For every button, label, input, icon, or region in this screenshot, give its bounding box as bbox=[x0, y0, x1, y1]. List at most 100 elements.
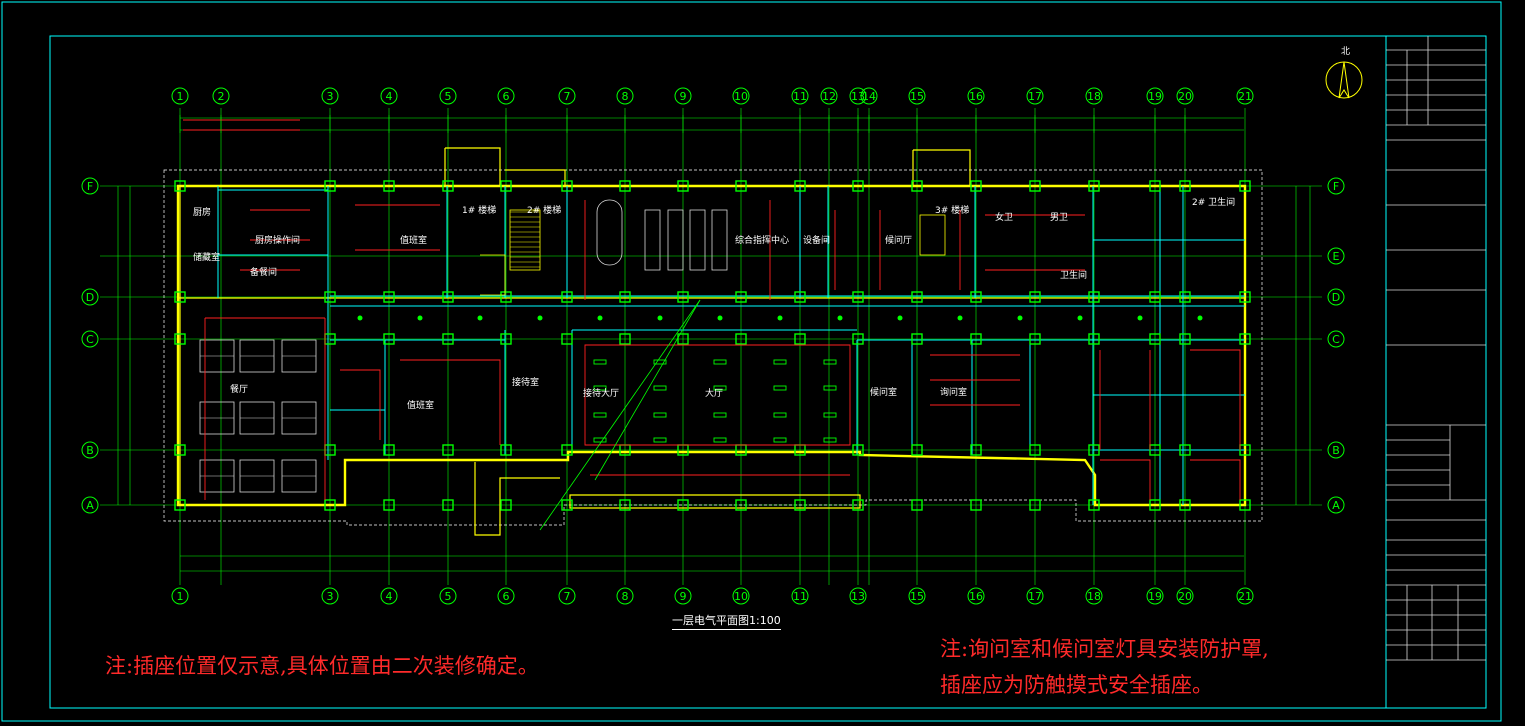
column-marker bbox=[1239, 499, 1251, 511]
column-marker bbox=[442, 444, 454, 456]
red-wiring bbox=[183, 119, 1241, 500]
column-marker bbox=[561, 291, 573, 303]
column-marker bbox=[911, 180, 923, 192]
axis-bubble-13: 13 bbox=[849, 587, 867, 605]
building-dashed-outline bbox=[163, 169, 1263, 526]
light-fixture bbox=[713, 412, 727, 418]
leader-lines bbox=[539, 299, 701, 531]
corridor-light bbox=[477, 315, 483, 321]
light-fixture bbox=[773, 385, 787, 391]
axis-bubble-E: E bbox=[1327, 247, 1345, 265]
svg-text:17: 17 bbox=[1028, 590, 1042, 603]
column-marker bbox=[735, 291, 747, 303]
column-marker bbox=[324, 291, 336, 303]
svg-text:B: B bbox=[1332, 444, 1340, 457]
axis-bubble-5: 5 bbox=[439, 587, 457, 605]
axis-bubble-20: 20 bbox=[1176, 87, 1194, 105]
room-label: 储藏室 bbox=[193, 251, 220, 263]
column-marker bbox=[500, 291, 512, 303]
column-marker bbox=[383, 444, 395, 456]
column-marker bbox=[735, 499, 747, 511]
column-marker bbox=[794, 180, 806, 192]
corridor-light bbox=[777, 315, 783, 321]
svg-text:11: 11 bbox=[793, 590, 807, 603]
svg-text:3: 3 bbox=[327, 90, 334, 103]
corridor-light bbox=[537, 315, 543, 321]
column-marker bbox=[1179, 180, 1191, 192]
light-fixture bbox=[823, 385, 837, 391]
column-marker bbox=[1029, 333, 1041, 345]
corridor-light bbox=[897, 315, 903, 321]
svg-text:C: C bbox=[86, 333, 94, 346]
room-label: 值班室 bbox=[407, 399, 434, 411]
room-label: 2# 卫生间 bbox=[1192, 196, 1235, 208]
svg-text:16: 16 bbox=[969, 590, 983, 603]
room-label: 候问室 bbox=[870, 386, 897, 398]
svg-text:20: 20 bbox=[1178, 90, 1192, 103]
column-marker bbox=[619, 291, 631, 303]
light-fixture bbox=[773, 412, 787, 418]
room-label: 值班室 bbox=[400, 234, 427, 246]
corridor-light bbox=[1017, 315, 1023, 321]
column-marker bbox=[1088, 444, 1100, 456]
column-marker bbox=[852, 291, 864, 303]
svg-text:8: 8 bbox=[622, 590, 629, 603]
corridor-light bbox=[417, 315, 423, 321]
light-fixture bbox=[653, 437, 667, 443]
axis-bubble-18: 18 bbox=[1085, 587, 1103, 605]
room-labels: 厨房 厨房操作间 储藏室 备餐间 餐厅 1# 楼梯 2# 楼梯 综合指挥中心 设… bbox=[193, 196, 1235, 411]
svg-text:A: A bbox=[1332, 499, 1340, 512]
svg-text:10: 10 bbox=[734, 90, 748, 103]
column-marker bbox=[619, 499, 631, 511]
column-marker bbox=[619, 333, 631, 345]
column-marker bbox=[1179, 291, 1191, 303]
svg-text:1: 1 bbox=[177, 90, 184, 103]
svg-text:10: 10 bbox=[734, 590, 748, 603]
svg-text:5: 5 bbox=[445, 590, 452, 603]
svg-text:A: A bbox=[86, 499, 94, 512]
svg-text:D: D bbox=[86, 291, 94, 304]
axis-bubble-9: 9 bbox=[674, 87, 692, 105]
column-marker bbox=[1029, 180, 1041, 192]
axis-bubble-6: 6 bbox=[497, 587, 515, 605]
svg-text:6: 6 bbox=[503, 90, 510, 103]
column-marker bbox=[500, 499, 512, 511]
column-marker bbox=[1179, 333, 1191, 345]
corridor-light bbox=[837, 315, 843, 321]
axis-bubble-17: 17 bbox=[1026, 587, 1044, 605]
room-label: 厨房操作间 bbox=[255, 234, 300, 246]
note-interrogation-line2: 插座应为防触摸式安全插座。 bbox=[940, 673, 1213, 697]
axis-bubble-11: 11 bbox=[791, 87, 809, 105]
north-label: 北 bbox=[1341, 47, 1351, 57]
light-fixture bbox=[593, 412, 607, 418]
light-fixture bbox=[823, 359, 837, 365]
axis-bubble-10: 10 bbox=[732, 587, 750, 605]
dimension-text bbox=[179, 115, 1186, 133]
axis-bubble-B: B bbox=[1327, 441, 1345, 459]
axis-bubble-16: 16 bbox=[967, 87, 985, 105]
axis-bubble-14: 14 bbox=[860, 87, 878, 105]
svg-text:18: 18 bbox=[1087, 590, 1101, 603]
svg-text:13: 13 bbox=[851, 590, 865, 603]
axis-bubble-15: 15 bbox=[908, 87, 926, 105]
svg-text:1: 1 bbox=[177, 590, 184, 603]
column-marker bbox=[852, 499, 864, 511]
column-marker bbox=[324, 180, 336, 192]
axis-bubble-4: 4 bbox=[380, 587, 398, 605]
svg-text:16: 16 bbox=[969, 90, 983, 103]
axis-bubble-F: F bbox=[81, 177, 99, 195]
column-marker bbox=[561, 333, 573, 345]
axis-bubble-1: 1 bbox=[171, 587, 189, 605]
svg-text:9: 9 bbox=[680, 590, 687, 603]
room-label: 候问厅 bbox=[885, 234, 912, 246]
room-label: 3# 楼梯 bbox=[935, 204, 969, 216]
axis-bubble-1: 1 bbox=[171, 87, 189, 105]
column-marker bbox=[500, 444, 512, 456]
axis-bubble-15: 15 bbox=[908, 587, 926, 605]
column-marker bbox=[911, 499, 923, 511]
column-marker bbox=[174, 180, 186, 192]
room-label: 设备间 bbox=[803, 234, 830, 246]
axis-bubble-10: 10 bbox=[732, 87, 750, 105]
column-marker bbox=[794, 291, 806, 303]
column-marker bbox=[911, 333, 923, 345]
